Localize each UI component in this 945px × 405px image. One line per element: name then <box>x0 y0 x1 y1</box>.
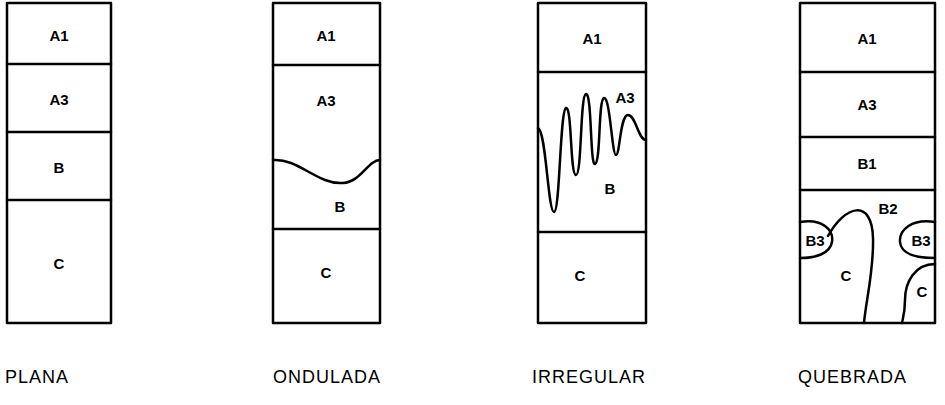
horizon-label: C <box>917 284 928 299</box>
horizon-label: A3 <box>857 97 876 112</box>
horizon-label: B3 <box>805 233 824 248</box>
horizon-label: A1 <box>857 31 876 46</box>
profile-plana <box>7 3 111 323</box>
horizon-label: B <box>605 181 616 196</box>
profile-quebrada <box>800 3 935 323</box>
horizon-label: B <box>54 160 65 175</box>
profile-caption: PLANA <box>5 368 69 386</box>
profile-irregular <box>538 3 646 323</box>
profile-caption: QUEBRADA <box>798 368 907 386</box>
horizon-label: C <box>54 256 65 271</box>
horizon-label: C <box>575 268 586 283</box>
soil-profile: IRREGULARA1A3BC <box>538 0 646 405</box>
horizon-label: C <box>841 268 852 283</box>
horizon-label: A1 <box>316 28 335 43</box>
soil-profile: QUEBRADA A1A3B1B3 B2B3C C <box>800 0 935 405</box>
profile-caption: ONDULADA <box>273 368 381 386</box>
horizon-label: C <box>321 265 332 280</box>
horizon-label: A3 <box>49 92 68 107</box>
horizon-label: A3 <box>615 90 634 105</box>
profile-caption: IRREGULAR <box>532 368 646 386</box>
horizon-label: A1 <box>582 31 601 46</box>
horizon-label: A1 <box>49 28 68 43</box>
soil-profile: PLANA A1A3B C <box>7 0 111 405</box>
horizon-label: B3 <box>911 233 930 248</box>
horizon-label: B1 <box>857 156 876 171</box>
horizon-label: B <box>335 199 346 214</box>
horizon-label: A3 <box>316 93 335 108</box>
soil-profile: ONDULADA A1A3B C <box>273 0 380 405</box>
horizon-label: B2 <box>878 201 897 216</box>
profile-ondulada <box>273 3 380 323</box>
